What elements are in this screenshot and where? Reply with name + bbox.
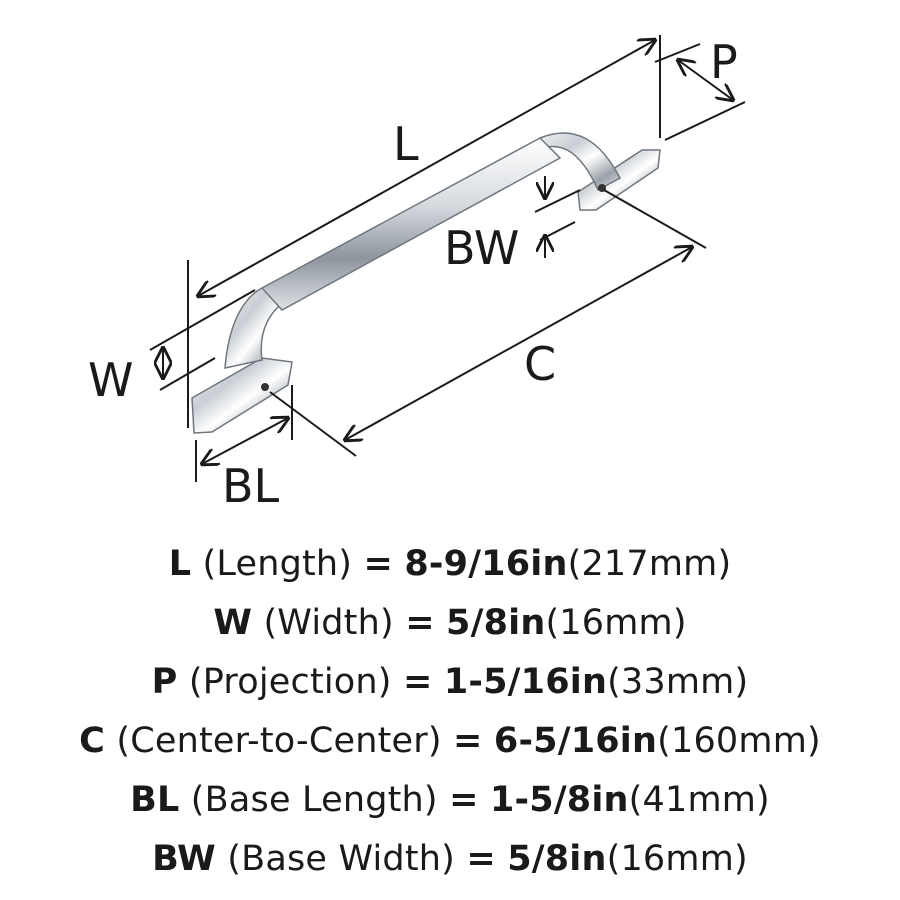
spec-line-p: P (Projection) = 1-5/16in(33mm) (0, 653, 900, 712)
base-width-extension (534, 189, 581, 213)
spec-code: L (168, 544, 192, 584)
spec-line-bl: BL (Base Length) = 1-5/8in(41mm) (0, 771, 900, 830)
center-extension-left (269, 391, 357, 457)
projection-extension-2 (664, 101, 746, 141)
spec-name: (Center-to-Center) (116, 721, 442, 761)
spec-equals: = (449, 780, 479, 820)
spec-imperial: 5/8in (507, 839, 607, 879)
projection-dimension-line (678, 60, 733, 100)
spec-code: C (79, 721, 106, 761)
projection-extension (654, 43, 701, 63)
spec-equals: = (363, 544, 394, 584)
spec-name: (Length) (202, 544, 353, 584)
spec-equals: = (405, 603, 435, 643)
spec-line-l: L (Length) = 8-9/16in(217mm) (0, 535, 900, 594)
spec-equals: = (466, 839, 496, 879)
spec-code: BL (130, 780, 180, 820)
label-base-length: BL (222, 459, 280, 513)
center-dimension-line (345, 247, 692, 440)
dimension-specs-list: L (Length) = 8-9/16in(217mm)W (Width) = … (0, 535, 900, 889)
spec-code: W (213, 603, 253, 643)
length-dimension-line (198, 40, 655, 296)
spec-line-bw: BW (Base Width) = 5/8in(16mm) (0, 830, 900, 889)
dimension-diagram: L P W BW C BL (88, 35, 746, 513)
left-base (191, 357, 293, 434)
base-length-dimension-line (202, 418, 288, 464)
spec-imperial: 5/8in (446, 603, 546, 643)
spec-name: (Width) (263, 603, 394, 643)
left-mount-hole (261, 383, 269, 391)
label-base-width: BW (444, 221, 519, 275)
spec-imperial: 8-9/16in (404, 544, 568, 584)
label-center: C (524, 337, 556, 391)
spec-name: (Base Length) (190, 780, 438, 820)
spec-metric: (217mm) (567, 544, 732, 584)
cabinet-pull-handle (191, 132, 661, 434)
spec-metric: (41mm) (628, 780, 770, 820)
spec-metric: (33mm) (607, 662, 749, 702)
spec-equals: = (402, 662, 433, 702)
center-extension-right (603, 189, 707, 249)
spec-imperial: 6-5/16in (493, 721, 658, 761)
spec-name: (Base Width) (227, 839, 456, 879)
width-extension-top (149, 289, 256, 351)
label-projection: P (710, 35, 738, 89)
label-length: L (393, 117, 419, 171)
spec-imperial: 1-5/8in (489, 780, 629, 820)
dimension-lines (149, 35, 746, 482)
spec-name: (Projection) (188, 662, 392, 702)
spec-metric: (16mm) (545, 603, 687, 643)
spec-code: BW (152, 839, 216, 879)
label-width: W (88, 353, 133, 407)
spec-line-w: W (Width) = 5/8in(16mm) (0, 594, 900, 653)
spec-equals: = (453, 721, 483, 761)
spec-metric: (16mm) (606, 839, 748, 879)
width-extension-bottom (159, 357, 216, 391)
spec-code: P (151, 662, 178, 702)
spec-imperial: 1-5/16in (443, 662, 608, 702)
spec-metric: (160mm) (657, 721, 821, 761)
spec-line-c: C (Center-to-Center) = 6-5/16in(160mm) (0, 712, 900, 771)
